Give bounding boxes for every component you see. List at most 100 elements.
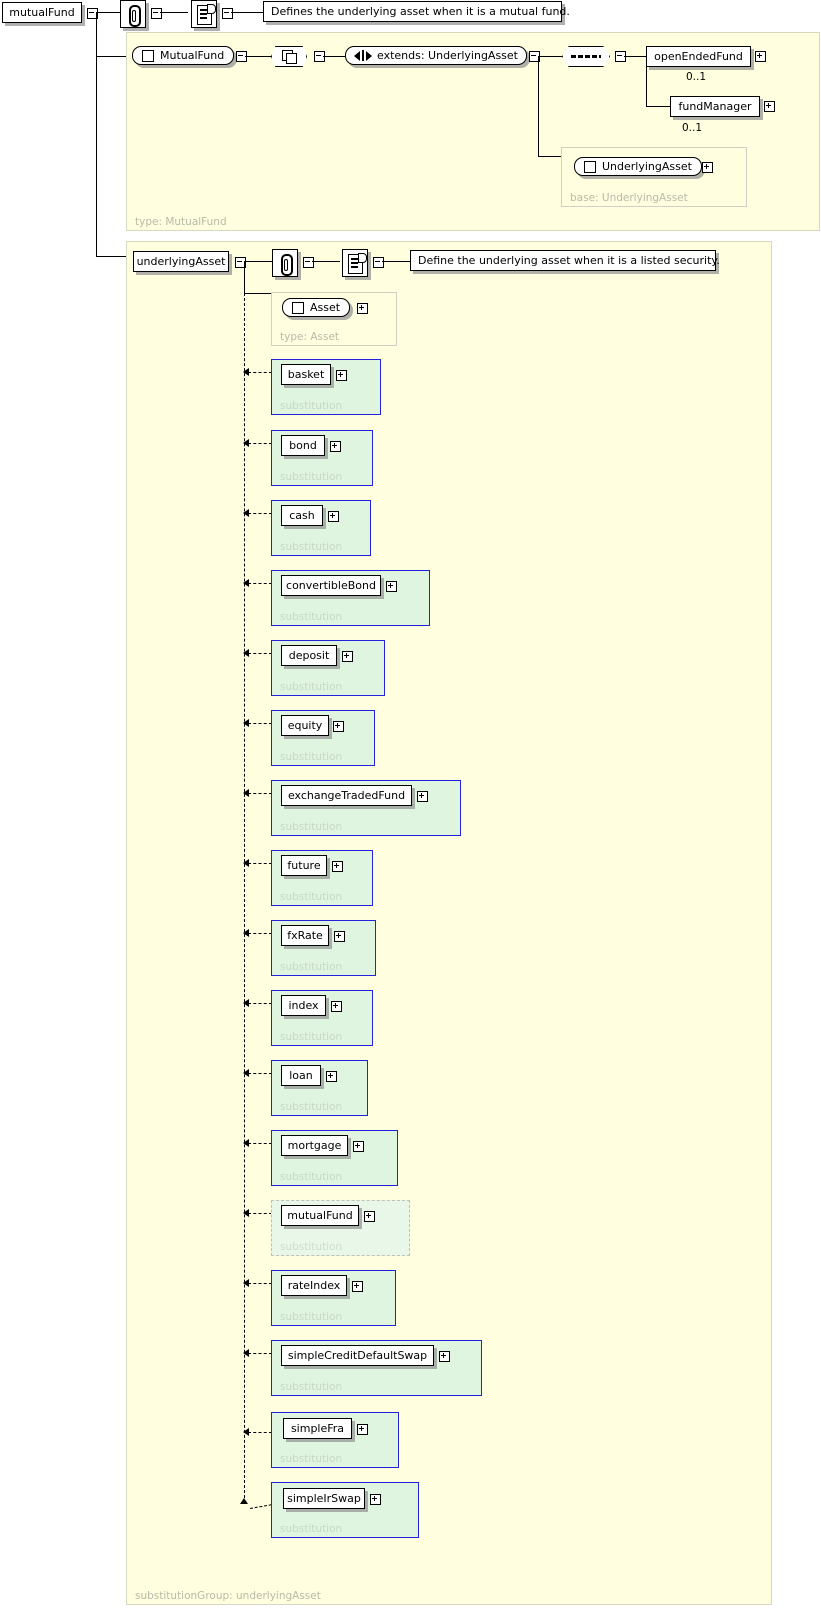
connector-line [96,12,97,57]
substitution-spine [244,293,245,1503]
connector-line [382,261,410,262]
root-expand-toggle[interactable] [87,8,98,19]
child-fundmanager[interactable]: fundManager [670,96,760,117]
substitution-label: substitution [280,1031,343,1043]
rateindex-expand-toggle[interactable] [352,1281,363,1292]
asset-expand-toggle[interactable] [357,303,368,314]
substitution-member-rateindex[interactable]: rateIndex [281,1275,347,1296]
annotation-expand-toggle[interactable] [303,257,314,268]
substitution-label: substitution [280,611,343,623]
head-element-expand-toggle[interactable] [235,257,246,268]
loan-expand-toggle[interactable] [326,1071,337,1082]
substitution-member-convertiblebond[interactable]: convertibleBond [281,575,381,596]
type-node-asset[interactable]: Asset [282,298,351,317]
connector-line [96,56,97,256]
substitution-arrow-icon [243,579,249,587]
substitution-member-basket[interactable]: basket [281,364,331,385]
substitution-link [248,1003,272,1004]
deposit-expand-toggle[interactable] [342,651,353,662]
substitution-link [248,1353,272,1354]
substitution-label: substitution [280,1523,343,1535]
substitution-label: substitution [280,1381,343,1393]
substitution-label: substitution [280,891,343,903]
connector-line [323,56,345,57]
connector-line [538,56,562,57]
substitution-arrow-icon [243,1139,249,1147]
substitution-label: substitution [280,1171,343,1183]
substitution-member-simpleirswap[interactable]: simpleIrSwap [283,1488,365,1509]
extends-node[interactable]: extends: UnderlyingAsset [345,46,527,65]
substitution-link [248,443,272,444]
substitution-member-equity[interactable]: equity [281,715,329,736]
substitution-member-simplefra[interactable]: simpleFra [283,1418,352,1439]
substitution-arrow-icon [243,439,249,447]
asset-label: Asset [310,301,341,314]
substitution-member-cash[interactable]: cash [281,505,323,526]
substitution-member-exchangetradedfund[interactable]: exchangeTradedFund [281,785,412,806]
connector-line [538,56,539,156]
connector-line [538,156,562,157]
substitution-member-mutualfund[interactable]: mutualFund [281,1205,359,1226]
index-expand-toggle[interactable] [331,1001,342,1012]
substitution-link [248,863,272,864]
future-expand-toggle[interactable] [332,861,343,872]
equity-expand-toggle[interactable] [333,721,344,732]
substitution-member-index[interactable]: index [281,995,326,1016]
fxrate-expand-toggle[interactable] [334,931,345,942]
element-square-icon [292,301,304,314]
connector-line [231,12,263,13]
asset-footer-label: type: Asset [280,331,340,343]
substitution-arrow-icon [243,509,249,517]
fundmanager-expand-toggle[interactable] [764,101,775,112]
simplefra-expand-toggle[interactable] [357,1424,368,1435]
substitution-arrow-icon [243,859,249,867]
exchangetradedfund-expand-toggle[interactable] [417,791,428,802]
root-documentation-text: Defines the underlying asset when it is … [263,1,570,22]
head-element-underlyingasset[interactable]: underlyingAsset [133,251,229,272]
cash-expand-toggle[interactable] [328,511,339,522]
sequence-connector-icon[interactable] [562,46,613,70]
substitution-label: substitution [280,1453,343,1465]
mortgage-expand-toggle[interactable] [353,1141,364,1152]
substitution-member-mortgage[interactable]: mortgage [281,1135,348,1156]
substitution-member-loan[interactable]: loan [281,1065,321,1086]
connector-line [244,261,245,294]
substitution-label: substitution [280,400,343,412]
convertiblebond-expand-toggle[interactable] [386,581,397,592]
documentation-expand-toggle[interactable] [222,8,233,19]
sequence-group-icon[interactable] [271,46,310,70]
substitution-member-future[interactable]: future [281,855,327,876]
base-panel-underlyingasset: base: UnderlyingAsset [561,147,747,207]
child-openendedfund[interactable]: openEndedFund [646,46,751,67]
substitution-label: substitution [280,681,343,693]
mutualfund-expand-toggle[interactable] [364,1211,375,1222]
simpleirswap-expand-toggle[interactable] [370,1494,381,1505]
substitution-arrow-icon [243,929,249,937]
documentation-expand-toggle[interactable] [373,257,384,268]
substitution-member-deposit[interactable]: deposit [281,645,337,666]
basket-expand-toggle[interactable] [336,370,347,381]
substitution-member-bond[interactable]: bond [281,435,325,456]
annotation-paperclip-icon [272,249,298,277]
substitution-link [248,513,272,514]
simplecreditdefaultswap-expand-toggle[interactable] [439,1351,450,1362]
connector-line [96,56,126,57]
substitution-arrow-icon [243,368,249,376]
openendedfund-expand-toggle[interactable] [755,51,766,62]
base-node-underlyingasset[interactable]: UnderlyingAsset [574,157,702,176]
substitution-arrow-icon [243,1209,249,1217]
substitution-member-fxrate[interactable]: fxRate [281,925,329,946]
substitution-link [248,933,272,934]
substitution-link [248,1432,272,1433]
substitution-label: substitution [280,471,343,483]
extension-bar-icon [362,50,364,61]
substitution-arrow-icon [243,649,249,657]
substitution-member-simplecreditdefaultswap[interactable]: simpleCreditDefaultSwap [281,1345,434,1366]
substitution-arrow-icon [243,1349,249,1357]
root-element-mutualfund[interactable]: mutualFund [2,2,82,23]
underlyingasset-expand-toggle[interactable] [702,162,713,173]
type-node-mutualfund[interactable]: MutualFund [132,46,235,65]
documentation-scroll-icon [191,0,217,28]
annotation-expand-toggle[interactable] [151,8,162,19]
bond-expand-toggle[interactable] [330,441,341,452]
